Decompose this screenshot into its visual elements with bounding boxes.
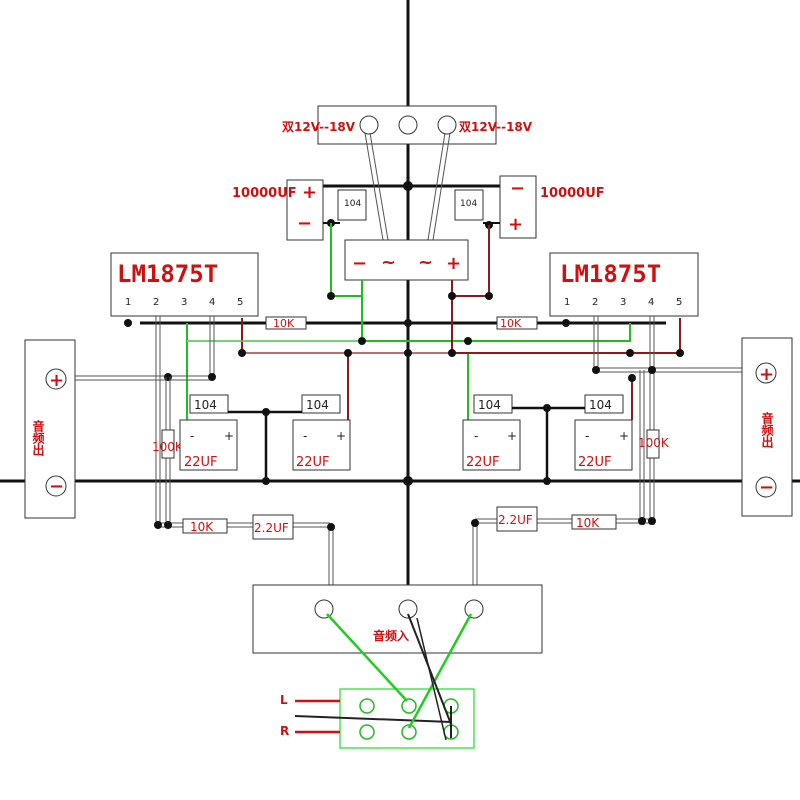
svg-text:22UF: 22UF <box>184 455 218 470</box>
svg-text:+: + <box>224 429 234 443</box>
svg-text:10K: 10K <box>273 317 295 330</box>
svg-text:2.2UF: 2.2UF <box>254 521 289 535</box>
svg-text:10K: 10K <box>500 317 522 330</box>
svg-text:-: - <box>474 429 478 443</box>
speaker-output-left: + − 音频出 <box>24 339 76 519</box>
svg-text:−: − <box>510 178 525 199</box>
svg-text:3: 3 <box>181 297 187 308</box>
svg-text:+: + <box>446 253 461 274</box>
svg-text:2.2UF: 2.2UF <box>498 513 533 527</box>
audio-input-connector: 音频入 <box>252 584 543 654</box>
svg-text:+: + <box>336 429 346 443</box>
svg-text:5: 5 <box>237 297 243 308</box>
transformer-terminal-2 <box>398 115 418 135</box>
svg-text:2: 2 <box>592 297 598 308</box>
svg-text:-: - <box>190 429 194 443</box>
cap-group-4: 104 - + 22UF <box>574 394 633 471</box>
svg-text:22UF: 22UF <box>578 455 612 470</box>
resistor-10k-bottom-left: 10K <box>182 518 228 534</box>
cap-left-value: 10000UF <box>232 186 297 201</box>
decoupling-cap-left: 104 <box>337 189 367 221</box>
svg-text:-: - <box>585 429 589 443</box>
svg-text:~: ~ <box>381 252 396 273</box>
svg-text:104: 104 <box>306 398 329 412</box>
cap-right-value: 10000UF <box>540 186 605 201</box>
svg-text:1: 1 <box>564 297 570 308</box>
svg-text:100K: 100K <box>152 440 184 454</box>
svg-text:+: + <box>49 370 64 391</box>
svg-text:104: 104 <box>194 398 217 412</box>
cap-2-2uf-left: 2.2UF <box>252 514 294 540</box>
svg-text:100K: 100K <box>638 436 670 450</box>
cap-2-2uf-right: 2.2UF <box>496 506 538 532</box>
filter-cap-right: − + 10000UF <box>499 175 605 239</box>
svg-text:L: L <box>280 693 288 707</box>
svg-text:+: + <box>507 429 517 443</box>
svg-text:−: − <box>297 213 312 234</box>
cap-group-3: 104 - + 22UF <box>462 394 521 471</box>
svg-text:+: + <box>759 364 774 385</box>
svg-text:+: + <box>508 214 523 235</box>
transformer-label-right: 双12V--18V <box>459 120 533 134</box>
speaker-output-right: + − 音频出 <box>741 337 793 517</box>
svg-text:104: 104 <box>478 398 501 412</box>
svg-text:5: 5 <box>676 297 682 308</box>
bridge-rectifier: − ~ ~ + <box>344 239 469 281</box>
svg-text:R: R <box>280 724 289 738</box>
svg-text:−: − <box>759 477 774 498</box>
output-left-label: 音频出 <box>31 419 45 457</box>
resistor-10k-top-right: 10K <box>496 316 538 330</box>
svg-text:22UF: 22UF <box>466 455 500 470</box>
svg-text:4: 4 <box>209 297 215 308</box>
resistor-10k-bottom-right: 10K <box>571 514 617 530</box>
transformer-connector: 双12V--18V 双12V--18V <box>282 105 533 145</box>
svg-text:104: 104 <box>344 199 361 209</box>
svg-text:+: + <box>619 429 629 443</box>
svg-text:-: - <box>303 429 307 443</box>
svg-text:4: 4 <box>648 297 654 308</box>
resistor-10k-top-left: 10K <box>265 316 307 330</box>
lm1875-left: LM1875T 1 2 3 4 5 <box>110 252 259 317</box>
svg-text:104: 104 <box>589 398 612 412</box>
cap-group-2: 104 - + 22UF <box>292 394 351 471</box>
decoupling-cap-right: 104 <box>454 189 484 221</box>
cap-group-1: 104 - + 22UF <box>179 394 238 471</box>
output-right-label: 音频出 <box>760 411 774 449</box>
chip-left-name: LM1875T <box>117 260 218 288</box>
chip-right-name: LM1875T <box>560 260 661 288</box>
lm1875-right: LM1875T 1 2 3 4 5 <box>549 252 699 317</box>
transformer-terminal-3 <box>437 115 457 135</box>
svg-text:3: 3 <box>620 297 626 308</box>
transformer-terminal-1 <box>359 115 379 135</box>
svg-text:+: + <box>302 182 317 203</box>
svg-text:−: − <box>352 253 367 274</box>
svg-text:22UF: 22UF <box>296 455 330 470</box>
svg-text:−: − <box>49 476 64 497</box>
svg-text:10K: 10K <box>190 520 214 534</box>
pin-leads <box>155 316 655 525</box>
resistor-100k-right: 100K <box>638 370 670 525</box>
svg-text:10K: 10K <box>576 516 600 530</box>
svg-text:1: 1 <box>125 297 131 308</box>
audio-input-label: 音频入 <box>373 628 409 643</box>
transformer-label-left: 双12V--18V <box>282 120 356 134</box>
svg-text:104: 104 <box>460 199 477 209</box>
resistor-100k-left: 100K <box>152 377 184 525</box>
svg-text:2: 2 <box>153 297 159 308</box>
svg-text:~: ~ <box>418 252 433 273</box>
filter-cap-left: + − 10000UF <box>232 179 324 241</box>
